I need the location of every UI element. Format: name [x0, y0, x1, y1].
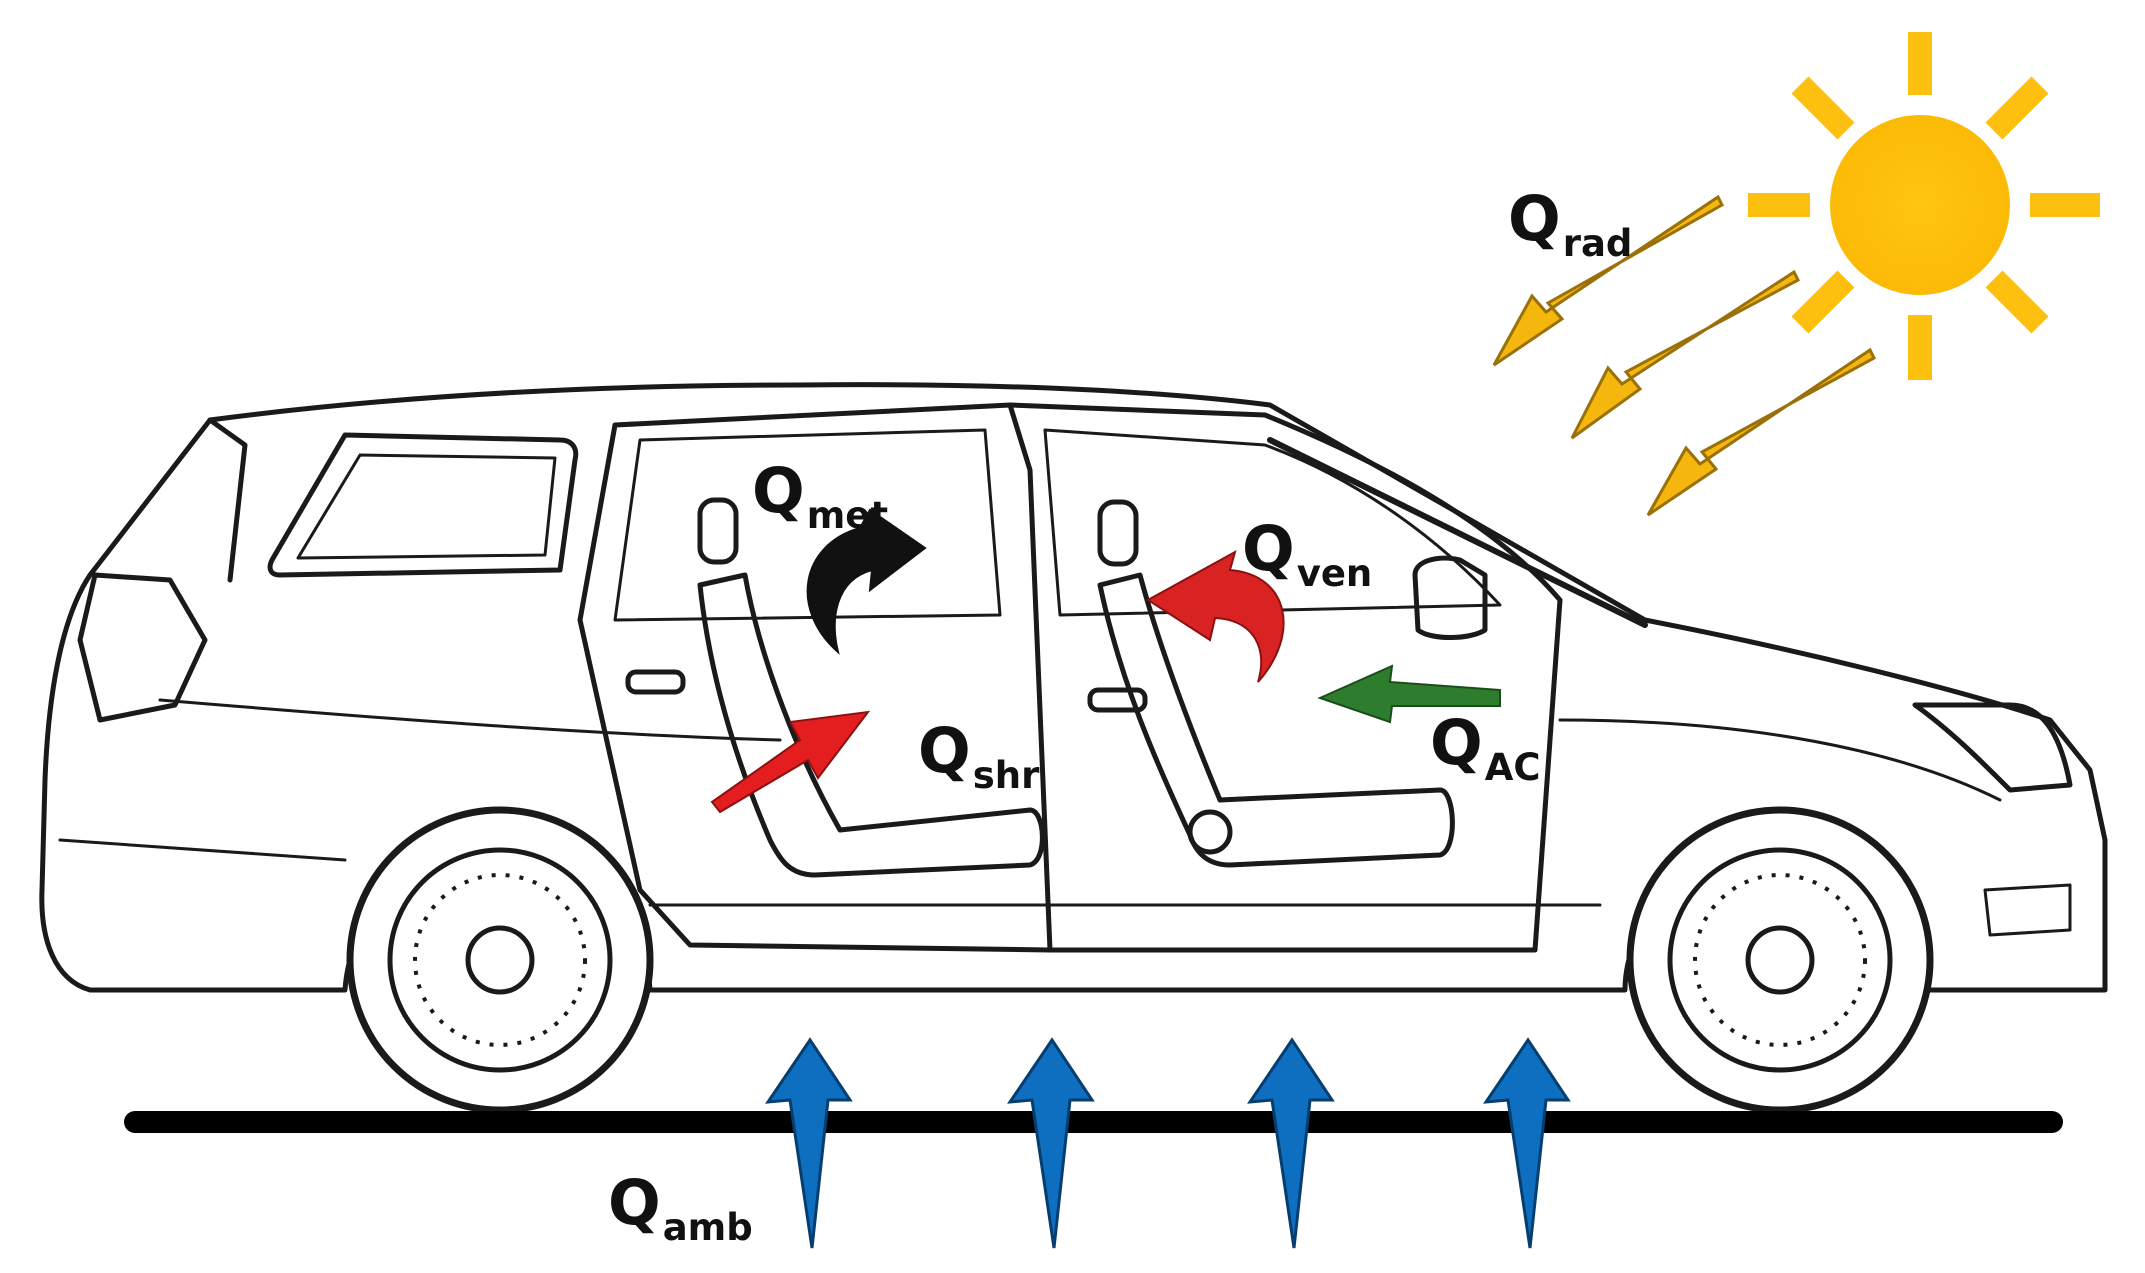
label-q-ac: QAC	[1430, 706, 1541, 789]
rear-wheel	[346, 806, 654, 1114]
front-door-handle	[1087, 687, 1148, 713]
label-q-rad: Qrad	[1508, 182, 1633, 265]
ventilation-arrow	[1146, 549, 1285, 683]
radiation-arrow-3	[1646, 347, 1876, 517]
ambient-arrows	[764, 1037, 1571, 1249]
front-headrest	[1097, 499, 1139, 567]
headlight	[1912, 702, 2073, 793]
front-door	[1007, 402, 1563, 953]
radiation-arrows	[1492, 194, 1876, 517]
radiation-arrow-2	[1570, 269, 1800, 440]
front-wheel	[1626, 806, 1934, 1114]
rear-quarter-window	[267, 432, 579, 578]
radiation-arrow-1	[1492, 194, 1724, 367]
sun-icon	[1748, 32, 2100, 380]
ambient-arrow-2	[1006, 1037, 1095, 1249]
taillight	[77, 572, 208, 723]
side-mirror	[1412, 555, 1488, 640]
sun-rays	[1748, 32, 2100, 380]
ambient-arrow-1	[764, 1037, 853, 1249]
rear-door-handle	[625, 669, 686, 695]
label-q-shr: Qshr	[918, 714, 1040, 797]
front-seat	[1097, 572, 1455, 868]
ac-arrow	[1317, 664, 1501, 724]
label-q-amb: Qamb	[608, 1166, 753, 1249]
ambient-arrow-3	[1246, 1037, 1335, 1249]
roof-rail	[1267, 437, 1648, 628]
rear-headrest	[697, 497, 739, 565]
ambient-arrow-4	[1482, 1037, 1571, 1249]
rear-door	[577, 402, 1053, 953]
sun-disc	[1830, 115, 2010, 295]
shortwave-arrow	[710, 710, 871, 814]
label-q-met: Qmet	[752, 454, 889, 537]
metabolic-arrow	[806, 508, 927, 655]
label-q-ven: Qven	[1242, 512, 1373, 595]
